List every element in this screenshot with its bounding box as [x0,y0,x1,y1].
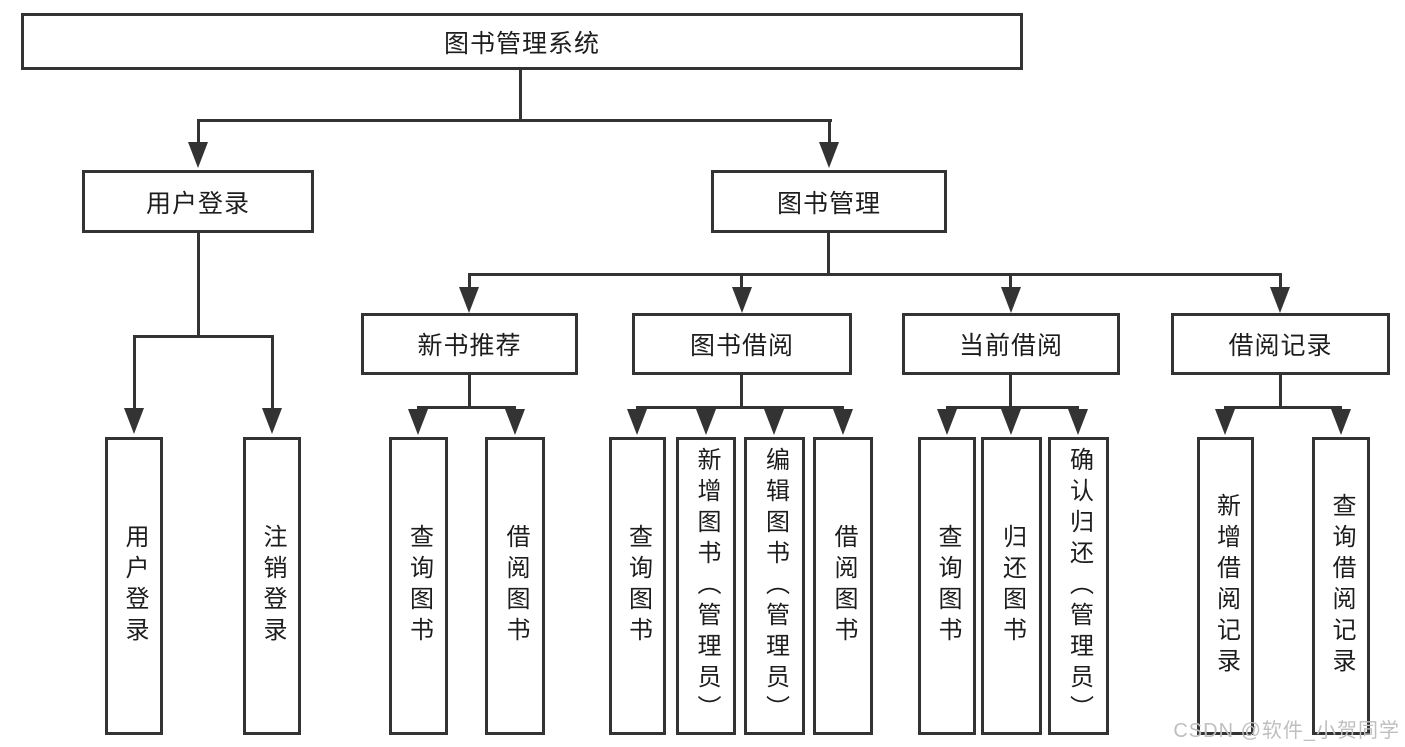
connector-bookmgmt-vline [827,233,830,275]
connector-newrec-vline [468,375,471,406]
arrowhead-book-borrow [732,287,752,313]
node-leaf-br-add-record: 新增借阅记录 [1197,437,1254,735]
connector-userlogin-vline [197,233,200,337]
arrowhead-cb-query [937,409,957,435]
node-leaf-bb-add-book-admin-label: 新增图书（管理员） [693,446,720,726]
node-leaf-cb-query-book: 查询图书 [918,437,976,735]
node-leaf-logout: 注销登录 [243,437,301,735]
node-leaf-br-query-record-label: 查询借阅记录 [1328,493,1355,679]
node-leaf-bb-query-book-label: 查询图书 [624,524,652,648]
connector-root-hline [197,119,832,122]
node-leaf-newrec-borrow-book-label: 借阅图书 [502,524,529,648]
arrowhead-cb-return [1001,409,1021,435]
node-current-borrow-label: 当前借阅 [958,332,1063,360]
node-leaf-newrec-borrow-book: 借阅图书 [485,437,545,735]
connector-stem-leaf-logout [271,338,274,412]
node-leaf-newrec-query-book-label: 查询图书 [405,524,433,648]
arrowhead-newrec-query [408,409,428,435]
arrowhead-newrec-borrow [505,409,525,435]
connector-stem-leaf-login [133,338,136,412]
connector-borrowrec-vline [1279,375,1282,406]
node-leaf-newrec-query-book: 查询图书 [389,437,448,735]
csdn-watermark: CSDN @软件_小贺同学 [1173,720,1400,742]
node-leaf-bb-borrow-book: 借阅图书 [813,437,873,735]
connector-newrec-hline [417,406,516,409]
connector-borrowrec-hline [1224,406,1342,409]
arrowhead-cur-borrow [1001,287,1021,313]
arrowhead-new-rec [459,287,479,313]
arrowhead-book-mgmt [819,142,839,168]
arrowhead-leaf-logout [262,408,282,434]
connector-stem-book-borrow [740,276,743,291]
node-leaf-bb-edit-book-admin: 编辑图书（管理员） [744,437,805,735]
node-current-borrow: 当前借阅 [902,313,1120,375]
node-leaf-br-query-record: 查询借阅记录 [1312,437,1370,735]
node-leaf-cb-query-book-label: 查询图书 [934,524,961,648]
node-root: 图书管理系统 [21,13,1023,70]
node-borrow-records-label: 借阅记录 [1228,332,1333,360]
node-leaf-bb-query-book: 查询图书 [609,437,666,735]
node-leaf-user-login-label: 用户登录 [121,524,148,648]
node-book-management-label: 图书管理 [776,189,881,218]
connector-stem-book-mgmt [828,122,831,146]
node-new-book-recommend-label: 新书推荐 [417,332,522,360]
node-leaf-bb-add-book-admin: 新增图书（管理员） [676,437,736,735]
node-new-book-recommend: 新书推荐 [361,313,578,375]
node-user-login-label: 用户登录 [145,189,250,218]
arrowhead-bb-add [696,409,716,435]
connector-stem-borrow-rec [1279,276,1282,291]
node-root-label: 图书管理系统 [443,29,600,58]
node-leaf-cb-return-book-label: 归还图书 [998,524,1026,648]
connector-bookmgmt-hline [468,273,1282,276]
connector-userlogin-hline [133,335,274,338]
connector-stem-cur-borrow [1009,276,1012,291]
node-book-borrow-label: 图书借阅 [689,332,794,360]
arrowhead-bb-borrow [833,409,853,435]
arrowhead-bb-edit [764,409,784,435]
arrowhead-borrow-rec [1270,287,1290,313]
connector-curborrow-hline [946,406,1079,409]
node-leaf-cb-return-book: 归还图书 [981,437,1042,735]
node-book-borrow: 图书借阅 [632,313,852,375]
connector-curborrow-vline [1009,375,1012,406]
connector-stem-new-rec [468,276,471,291]
arrowhead-cb-confirm [1068,409,1088,435]
connector-stem-user-login [197,122,200,146]
connector-root-vline [519,70,522,119]
node-leaf-cb-confirm-return-admin-label: 确认归还（管理员） [1065,446,1093,726]
node-book-management: 图书管理 [711,170,947,233]
node-leaf-logout-label: 注销登录 [259,524,286,648]
node-leaf-bb-edit-book-admin-label: 编辑图书（管理员） [761,446,789,726]
node-leaf-bb-borrow-book-label: 借阅图书 [830,524,857,648]
node-leaf-user-login: 用户登录 [105,437,163,735]
arrowhead-br-add [1215,409,1235,435]
connector-bookborrow-hline [636,406,844,409]
arrowhead-bb-query [627,409,647,435]
arrowhead-user-login [188,142,208,168]
node-borrow-records: 借阅记录 [1171,313,1390,375]
node-user-login: 用户登录 [82,170,314,233]
arrowhead-leaf-login [124,408,144,434]
arrowhead-br-query [1331,409,1351,435]
node-leaf-br-add-record-label: 新增借阅记录 [1212,493,1240,679]
connector-bookborrow-vline [740,375,743,406]
node-leaf-cb-confirm-return-admin: 确认归还（管理员） [1048,437,1109,735]
